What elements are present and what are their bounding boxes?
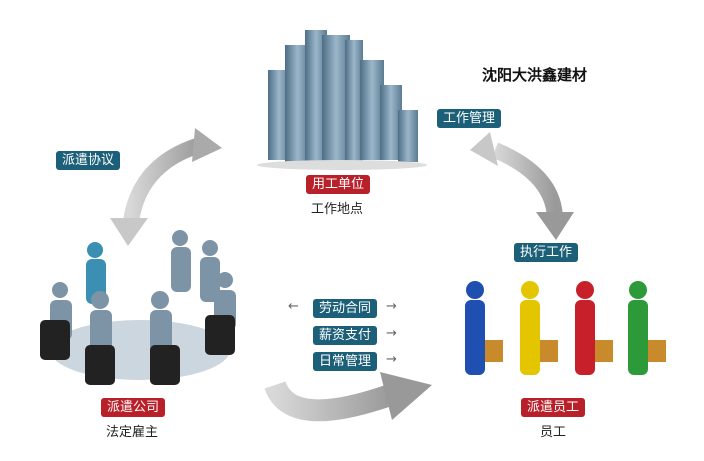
arrow-bottom	[264, 372, 432, 422]
arrow-top-right	[470, 132, 574, 240]
client-label: 用工单位	[306, 175, 371, 194]
arrow-right-icon: →	[386, 326, 397, 341]
arrow-right-icon: →	[386, 299, 397, 314]
daily-management-label: 日常管理	[313, 352, 378, 371]
work-management-label: 工作管理	[437, 109, 502, 128]
buildings-image	[257, 30, 427, 170]
agency-sub: 法定雇主	[106, 425, 159, 440]
agency-label: 派遣公司	[101, 398, 166, 417]
labor-contract-label: 劳动合同	[313, 299, 378, 318]
workers-image	[465, 281, 666, 375]
arrow-left-icon: ←	[288, 299, 299, 314]
company-title: 沈阳大洪鑫建材	[482, 66, 588, 84]
worker-sub: 员工	[540, 425, 567, 440]
worker-label: 派遣员工	[521, 398, 586, 417]
client-sub: 工作地点	[311, 202, 364, 217]
arrow-right-icon: →	[386, 352, 397, 367]
dispatch-agreement-label: 派遣协议	[56, 151, 121, 170]
salary-payment-label: 薪资支付	[313, 326, 378, 345]
group-meeting-image	[40, 230, 236, 385]
arrow-top-left	[110, 128, 222, 246]
perform-work-label: 执行工作	[514, 243, 579, 262]
